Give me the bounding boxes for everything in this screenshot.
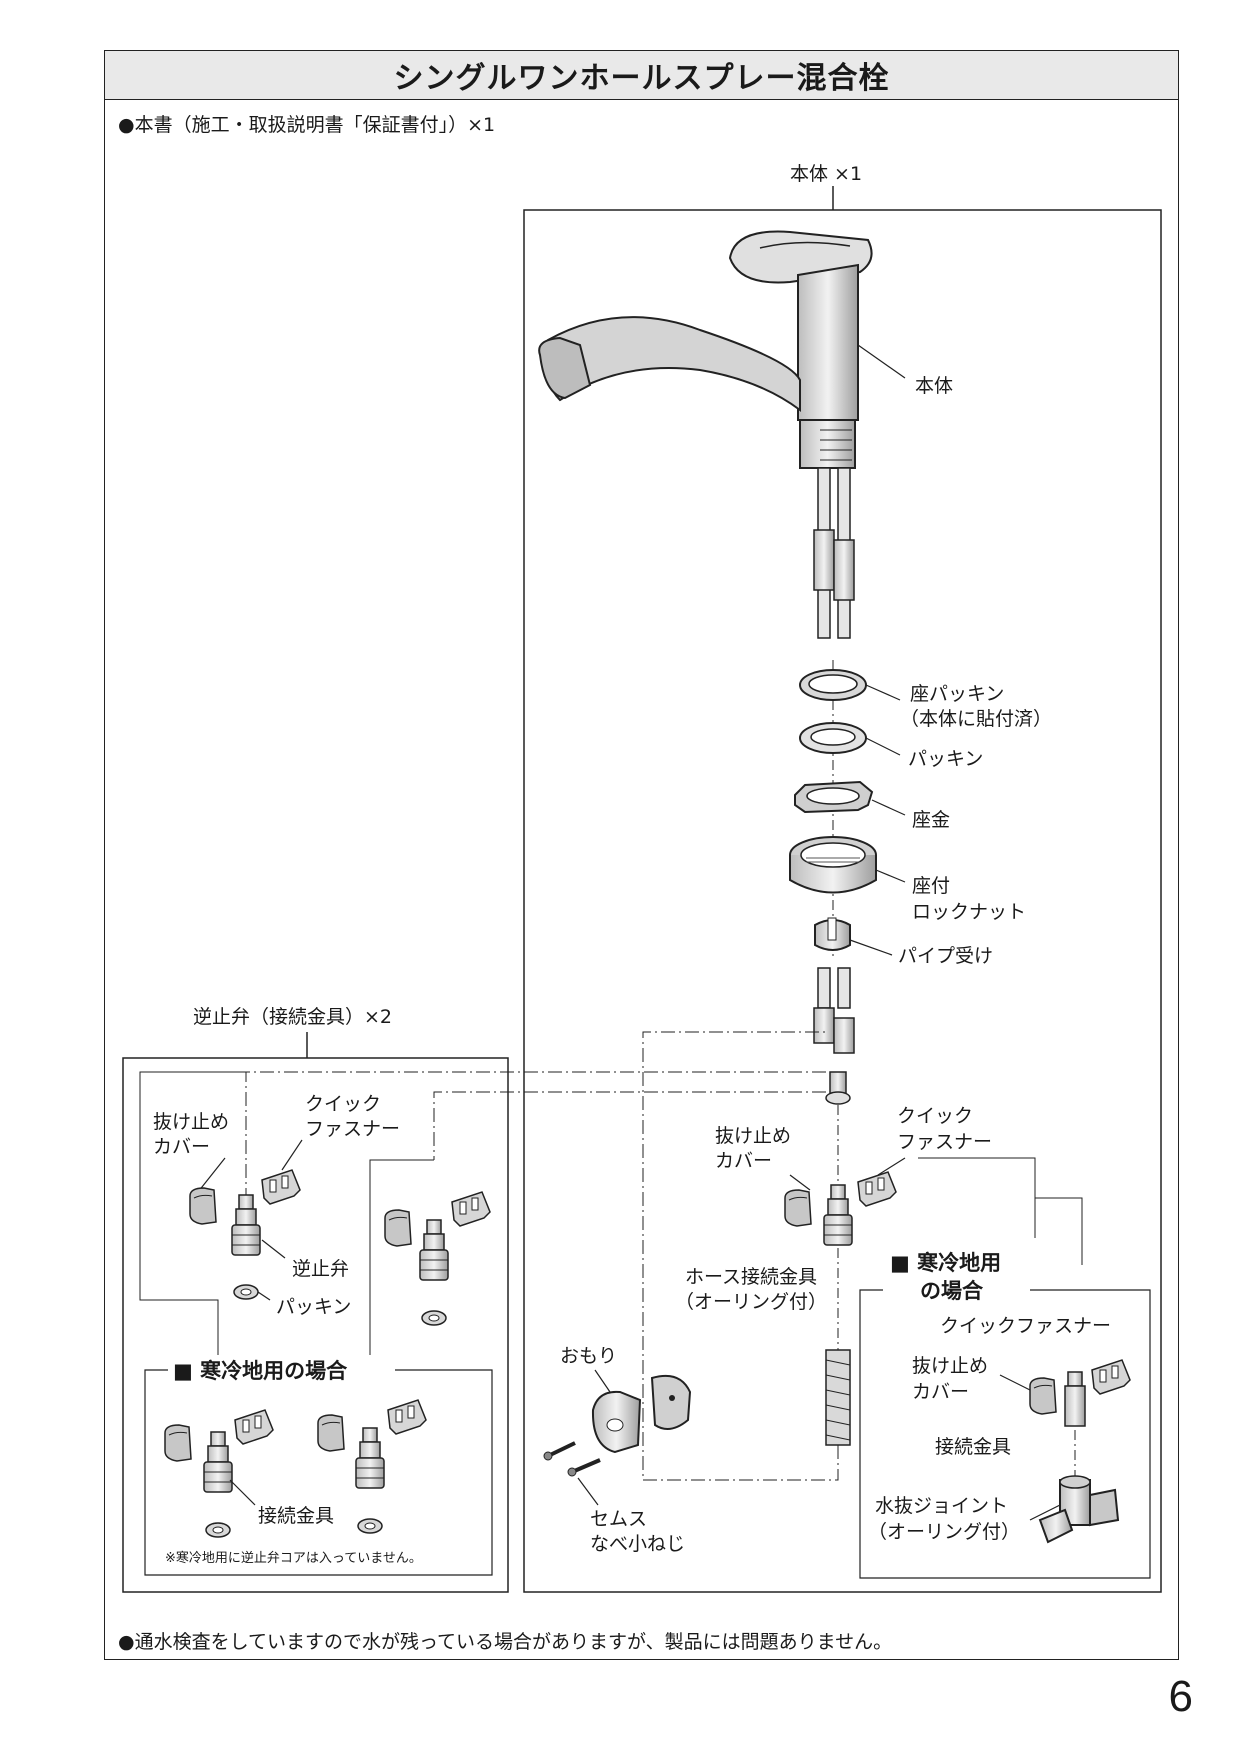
label-locknut-2: ロックナット [912,901,1026,923]
cold-fitting [1064,1371,1086,1427]
label-drain-2: （オーリング付） [868,1521,1020,1543]
cv-cold-stopper-2 [317,1414,345,1452]
label-cv-fastener-1: クイック [305,1093,381,1115]
label-cv-stopper-1: 抜け止め [153,1111,229,1133]
label-cold-stopper-1: 抜け止め [912,1355,988,1377]
label-main-stopper-2: カバー [715,1150,772,1172]
cv-cold-packing-2 [357,1518,383,1534]
page-number: 6 [1168,1672,1193,1721]
packing [799,722,867,754]
cv-packing-1 [233,1284,259,1300]
main-quick-fastener [857,1171,897,1207]
supply-hoses [813,967,855,1105]
main-stopper-cover [784,1189,812,1227]
lock-nut [789,836,877,894]
label-cold-stopper-2: カバー [912,1381,969,1403]
check-valve-panel [122,1057,509,1593]
label-cv-cold-fitting: 接続金具 [258,1505,334,1527]
cold-stopper-cover [1029,1377,1057,1415]
label-locknut-1: 座付 [912,875,950,897]
washer [794,780,874,814]
check-valve-2 [419,1219,449,1281]
cv-cold-packing-1 [205,1522,231,1538]
title-bar: シングルワンホールスプレー混合栓 [105,51,1178,100]
main-unit-heading: 本体 ×1 [790,163,862,185]
cv-stopper-cover-2 [384,1209,412,1247]
cv-quick-fastener-2 [451,1191,491,1227]
cv-packing-2 [421,1310,447,1326]
spray-hose [825,1349,851,1446]
hose-joint [823,1184,853,1246]
pipe-holder [814,917,851,951]
main-unit-panel [523,209,1162,1593]
check-valve-1 [231,1194,261,1256]
label-cold-fastener: クイックファスナー [940,1315,1111,1337]
main-cold-heading-1: ■ 寒冷地用 [890,1251,1001,1275]
label-seat-packing-2: （本体に貼付済） [900,708,1052,730]
label-screw-1: セムス [590,1508,647,1530]
cv-stopper-cover-1 [189,1187,217,1225]
label-packing: パッキン [908,748,983,770]
cv-cold-heading: ■ 寒冷地用の場合 [173,1359,348,1383]
seat-packing [799,669,867,701]
cv-cold-fitting-1 [203,1431,233,1493]
cold-quick-fastener [1091,1359,1131,1395]
bottom-note: ●通水検査をしていますので水が残っている場合がありますが、製品には問題ありません… [118,1631,893,1653]
pan-head-screws [543,1441,601,1477]
label-cv-fastener-2: ファスナー [305,1118,400,1140]
drain-joint [1038,1475,1120,1544]
label-cv-valve: 逆止弁 [292,1258,349,1280]
cv-cold-footnote: ※寒冷地用に逆止弁コアは入っていません。 [165,1550,422,1566]
faucet-body [538,230,873,639]
label-pipe-holder: パイプ受け [898,945,993,967]
label-main-fastener-2: ファスナー [897,1131,992,1153]
label-main-stopper-1: 抜け止め [715,1125,791,1147]
manual-note: ●本書（施工・取扱説明書「保証書付」）×1 [118,114,496,136]
check-valve-heading: 逆止弁（接続金具）×2 [193,1006,392,1028]
label-body: 本体 [915,375,953,397]
cv-cold-fastener-1 [234,1409,274,1445]
weight [591,1374,692,1454]
label-seat-packing-1: 座パッキン [910,683,1004,705]
label-cv-stopper-2: カバー [153,1136,210,1158]
label-cold-fitting: 接続金具 [935,1436,1011,1458]
label-washer: 座金 [912,809,950,831]
label-weight: おもり [560,1345,617,1367]
label-drain-1: 水抜ジョイント [875,1495,1008,1517]
label-main-fastener-1: クイック [897,1105,973,1127]
cv-cold-fastener-2 [387,1399,427,1435]
main-cold-heading-2: の場合 [920,1279,984,1303]
cv-cold-fitting-2 [355,1427,385,1489]
page-title: シングルワンホールスプレー混合栓 [393,61,890,96]
label-hose-joint-2: （オーリング付） [675,1291,827,1313]
cv-cold-stopper-1 [164,1424,192,1462]
label-hose-joint-1: ホース接続金具 [685,1266,817,1288]
label-screw-2: なべ小ねじ [590,1533,685,1555]
cv-quick-fastener-1 [261,1169,301,1205]
page-frame: シングルワンホールスプレー混合栓 [104,50,1179,1660]
label-cv-packing: パッキン [276,1296,351,1318]
